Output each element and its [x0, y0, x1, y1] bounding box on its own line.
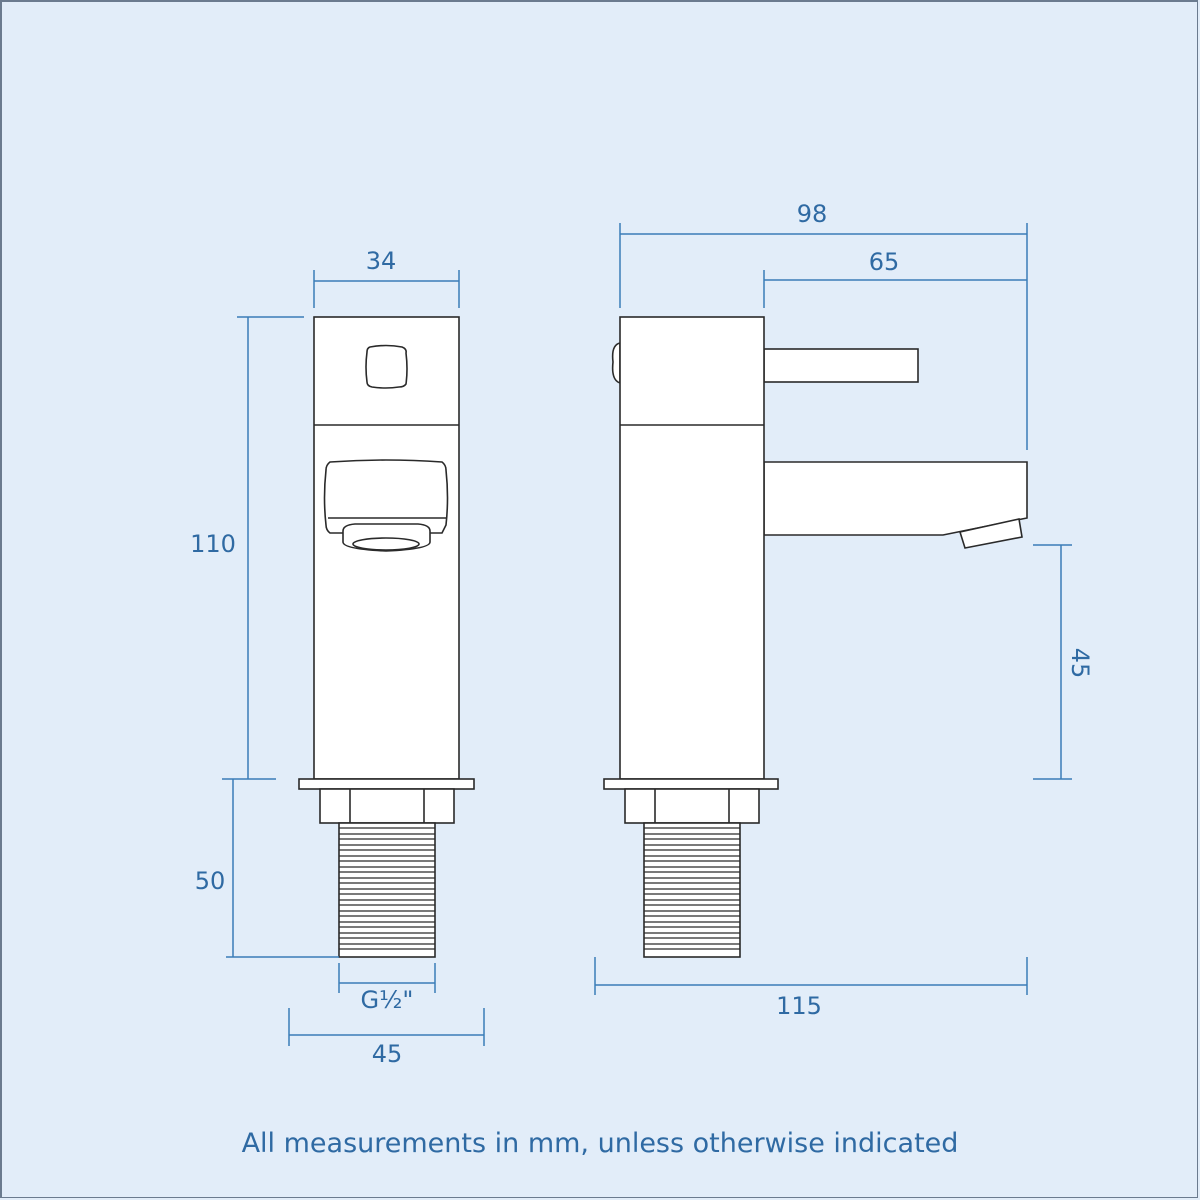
aerator-ring [352, 537, 420, 551]
dim-overall-depth: 98 [619, 200, 1028, 450]
lever-handle [763, 348, 919, 383]
label-thread: G½" [361, 986, 414, 1014]
front-base-plate [298, 778, 475, 790]
label-50: 50 [195, 867, 226, 895]
dim-base-depth: 115 [594, 957, 1028, 1020]
dim-body-width: 34 [313, 247, 460, 308]
label-65: 65 [869, 248, 900, 276]
side-view: 98 65 45 115 [594, 200, 1094, 1020]
front-nut [319, 788, 455, 824]
dim-thread-size: G½" [338, 963, 436, 1014]
dim-shank-length: 50 [195, 779, 339, 958]
label-34: 34 [366, 247, 397, 275]
side-threaded-shank [643, 822, 741, 958]
side-nut [624, 788, 760, 824]
spout-side [763, 461, 1028, 536]
dim-body-height: 110 [190, 316, 304, 780]
label-110: 110 [190, 530, 236, 558]
side-thread-lines [644, 827, 740, 950]
side-base-plate [603, 778, 779, 790]
side-body [619, 316, 765, 780]
front-view: 34 110 50 G½" 45 [190, 247, 485, 1068]
side-button [611, 342, 621, 385]
dim-spout-height: 45 [1033, 544, 1094, 780]
label-45-front: 45 [372, 1040, 403, 1068]
spout-front [323, 459, 449, 534]
front-body [313, 316, 460, 780]
handle-cap-icon [365, 344, 408, 389]
label-115: 115 [776, 992, 822, 1020]
label-45-side: 45 [1066, 648, 1094, 679]
dim-spout-projection: 65 [763, 248, 1027, 308]
aerator-side [958, 518, 1023, 549]
front-threaded-shank [338, 822, 436, 958]
label-98: 98 [797, 200, 828, 228]
dim-base-width: 45 [288, 1008, 485, 1068]
measurement-note: All measurements in mm, unless otherwise… [241, 1128, 959, 1159]
front-thread-lines [339, 827, 435, 950]
